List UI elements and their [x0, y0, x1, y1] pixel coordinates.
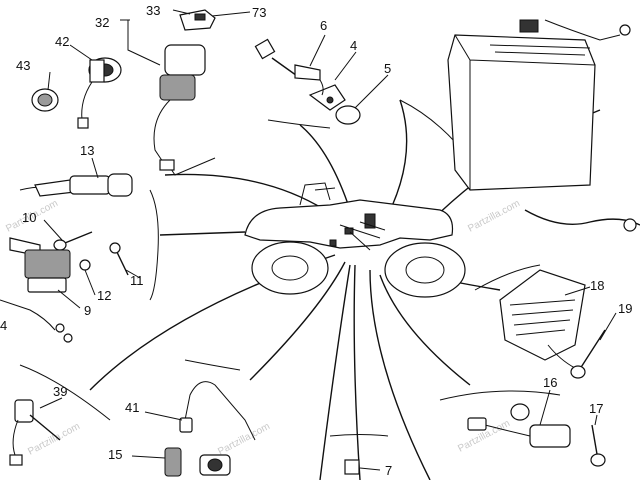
temperature-sensor [34, 173, 133, 197]
cap [31, 88, 59, 112]
callout-41: 41 [125, 400, 139, 415]
watermark: Partzilla.com [26, 421, 82, 458]
callout-33: 33 [146, 3, 160, 18]
battery [447, 19, 631, 191]
callout-19: 19 [618, 301, 632, 316]
sensor [254, 38, 346, 111]
callout-42: 42 [55, 34, 69, 49]
bolt-17 [590, 424, 606, 467]
callout-39: 39 [53, 384, 67, 399]
callout-11: 11 [130, 273, 144, 288]
callout-leaders [39, 9, 617, 471]
callout-17: 17 [589, 401, 603, 416]
bolt-19 [570, 329, 606, 379]
battery-cable [524, 209, 640, 232]
rectifier-regulator [499, 269, 586, 369]
callout-32: 32 [95, 15, 109, 30]
watermark: Partzilla.com [216, 421, 272, 458]
watermark: Partzilla.com [466, 198, 522, 235]
callout-5: 5 [384, 61, 391, 76]
o-ring [335, 105, 361, 125]
wire-harness-left [0, 299, 73, 343]
callout-16: 16 [543, 375, 557, 390]
callout-12: 12 [97, 288, 111, 303]
callout-15: 15 [108, 447, 122, 462]
callout-4: 4 [350, 38, 357, 53]
spark-plug [164, 381, 256, 477]
main-switch [153, 44, 206, 171]
sensor-16 [467, 403, 571, 448]
main-switch-key [179, 9, 216, 31]
callout-numbers: 33 73 32 6 4 42 43 5 13 10 11 12 9 4 18 … [0, 3, 632, 478]
bolt-11 [109, 242, 129, 276]
callout-6: 6 [320, 18, 327, 33]
callout-18: 18 [590, 278, 604, 293]
callout-10: 10 [22, 210, 36, 225]
ignition-coil [9, 237, 91, 293]
callout-7: 7 [385, 463, 392, 478]
callout-9: 9 [84, 303, 91, 318]
callout-73: 73 [252, 5, 266, 20]
callout-4-left: 4 [0, 318, 7, 333]
callout-13: 13 [80, 143, 94, 158]
bolt-10 [53, 231, 93, 251]
switch-39 [9, 399, 61, 466]
atv-illustration [244, 182, 466, 298]
socket [77, 57, 122, 129]
callout-43: 43 [16, 58, 30, 73]
sensor-bottom [199, 454, 231, 476]
bolt-7 [344, 459, 360, 475]
